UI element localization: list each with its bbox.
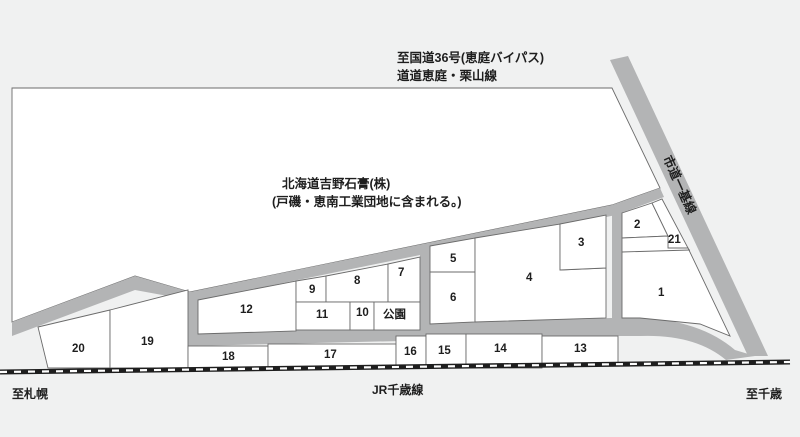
city-road bbox=[610, 56, 768, 356]
lot-7-plot bbox=[387, 256, 421, 303]
lot-20-label: 20 bbox=[72, 343, 85, 355]
lot-14-plot bbox=[465, 333, 543, 369]
railway-label: JR千歳線 bbox=[372, 382, 423, 397]
lot-12-label: 12 bbox=[240, 304, 253, 316]
lot-1-plot bbox=[621, 235, 731, 337]
lot-18-label: 18 bbox=[222, 351, 235, 363]
lot-15-label: 15 bbox=[438, 345, 451, 357]
lot-16-label: 16 bbox=[404, 346, 417, 358]
lot-9-label: 9 bbox=[309, 284, 315, 296]
north-destination-line2: 道道恵庭・栗山線 bbox=[397, 68, 498, 83]
railway-line bbox=[0, 359, 791, 375]
internal-road-center bbox=[420, 246, 430, 326]
company-name: 北海道吉野石膏(株) bbox=[282, 176, 390, 191]
park-plot bbox=[373, 301, 421, 331]
lot-19-label: 19 bbox=[141, 336, 154, 348]
lot-14-label: 14 bbox=[494, 343, 507, 355]
lot-4-label: 4 bbox=[526, 272, 533, 284]
lot-17-label: 17 bbox=[324, 349, 337, 361]
lot-11-label: 11 bbox=[316, 309, 329, 321]
lot-5-label: 5 bbox=[450, 253, 457, 265]
internal-road-east bbox=[612, 205, 622, 318]
lot-11-plot bbox=[295, 301, 351, 331]
to-chitose-label: 至千歳 bbox=[746, 386, 782, 401]
lot-13-plot bbox=[541, 335, 619, 367]
lot-8-label: 8 bbox=[354, 275, 361, 287]
lot-17-plot bbox=[267, 343, 397, 369]
lot-10-label: 10 bbox=[356, 307, 369, 319]
main-road bbox=[12, 188, 664, 336]
park-label: 公園 bbox=[383, 307, 406, 321]
lot-3-label: 3 bbox=[578, 237, 584, 249]
internal-road-west bbox=[188, 292, 198, 346]
company-note: (戸磯・恵南工業団地に含まれる。) bbox=[272, 194, 462, 209]
lot-19-plot bbox=[109, 289, 189, 369]
lot-7-label: 7 bbox=[398, 267, 404, 279]
lot-1-label: 1 bbox=[658, 287, 665, 299]
lot-6-label: 6 bbox=[450, 292, 456, 304]
lot-21-label: 21 bbox=[668, 234, 681, 246]
lot-2-label: 2 bbox=[634, 219, 640, 231]
north-destination-line1: 至国道36号(恵庭バイパス) bbox=[397, 50, 544, 65]
lot-3-plot bbox=[559, 214, 607, 271]
lot-13-label: 13 bbox=[574, 343, 587, 355]
lot-12-plot bbox=[197, 280, 297, 335]
lot-15-plot bbox=[425, 333, 467, 369]
to-sapporo-label: 至札幌 bbox=[12, 386, 48, 401]
